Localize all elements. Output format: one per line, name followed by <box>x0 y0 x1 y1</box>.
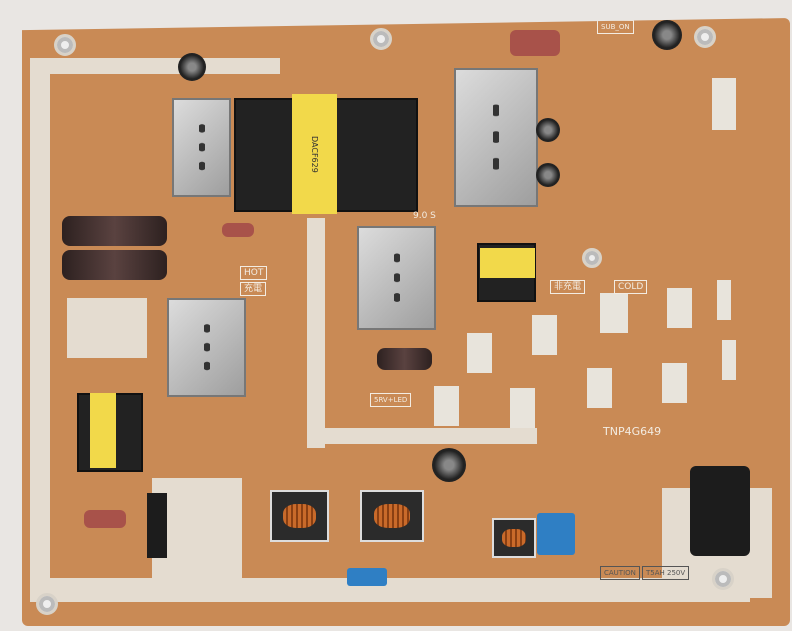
pad <box>434 386 459 426</box>
model-label: TNP4G649 <box>603 425 662 438</box>
sub-on-label: SUB_ON <box>597 20 634 34</box>
trace <box>307 428 537 444</box>
x-capacitor <box>537 513 575 555</box>
choke-coil <box>492 518 536 558</box>
capacitor <box>652 20 682 50</box>
choke-coil <box>270 490 329 542</box>
mount-hole <box>54 34 76 56</box>
mount-hole <box>712 568 734 590</box>
voltage-label: 9.0 S <box>413 211 436 221</box>
capacitor <box>84 510 126 528</box>
fuse-rating-label: T5AH 250V <box>642 566 690 580</box>
pad <box>587 368 612 408</box>
bridge-rectifier <box>147 493 167 558</box>
pad <box>662 363 687 403</box>
transformer-label <box>90 393 116 468</box>
capacitor <box>536 163 560 187</box>
charge-label: 充電 <box>240 282 267 296</box>
power-supply-board: DACF629 HOT 充電 非充電 COLD TNP4G649 CAUTION… <box>22 18 790 626</box>
pad <box>532 315 557 355</box>
trace <box>152 478 242 578</box>
capacitor <box>510 30 560 56</box>
varistor <box>432 448 466 482</box>
resistor <box>222 223 254 237</box>
caution-label: CAUTION <box>600 566 640 580</box>
trace <box>30 58 280 74</box>
transformer-label <box>480 248 535 278</box>
ac-inlet[interactable] <box>690 466 750 556</box>
y-capacitor <box>347 568 387 586</box>
heatsink <box>167 298 246 397</box>
trace <box>30 58 50 598</box>
capacitor <box>536 118 560 142</box>
capacitor <box>377 348 432 370</box>
trace <box>30 578 750 602</box>
capacitor <box>62 250 167 280</box>
pad <box>600 293 628 333</box>
capacitor <box>62 216 167 246</box>
mount-hole <box>694 26 716 48</box>
pad <box>467 333 492 373</box>
heatsink <box>172 98 231 197</box>
connector[interactable] <box>717 280 731 320</box>
led-label: 5RV+LED <box>370 393 412 407</box>
trace <box>67 298 147 358</box>
connector[interactable] <box>722 340 736 380</box>
non-charge-label: 非充電 <box>550 280 586 294</box>
mount-hole <box>582 248 602 268</box>
pad <box>667 288 692 328</box>
hot-label: HOT <box>240 266 268 280</box>
capacitor <box>178 53 206 81</box>
pad <box>510 388 535 428</box>
heatsink <box>454 68 538 207</box>
choke-coil <box>360 490 424 542</box>
mount-hole <box>36 593 58 615</box>
heatsink <box>357 226 436 330</box>
trace <box>307 218 325 448</box>
connector[interactable] <box>712 78 736 130</box>
mount-hole <box>370 28 392 50</box>
cold-label: COLD <box>614 280 648 294</box>
transformer-label: DACF629 <box>292 94 337 214</box>
